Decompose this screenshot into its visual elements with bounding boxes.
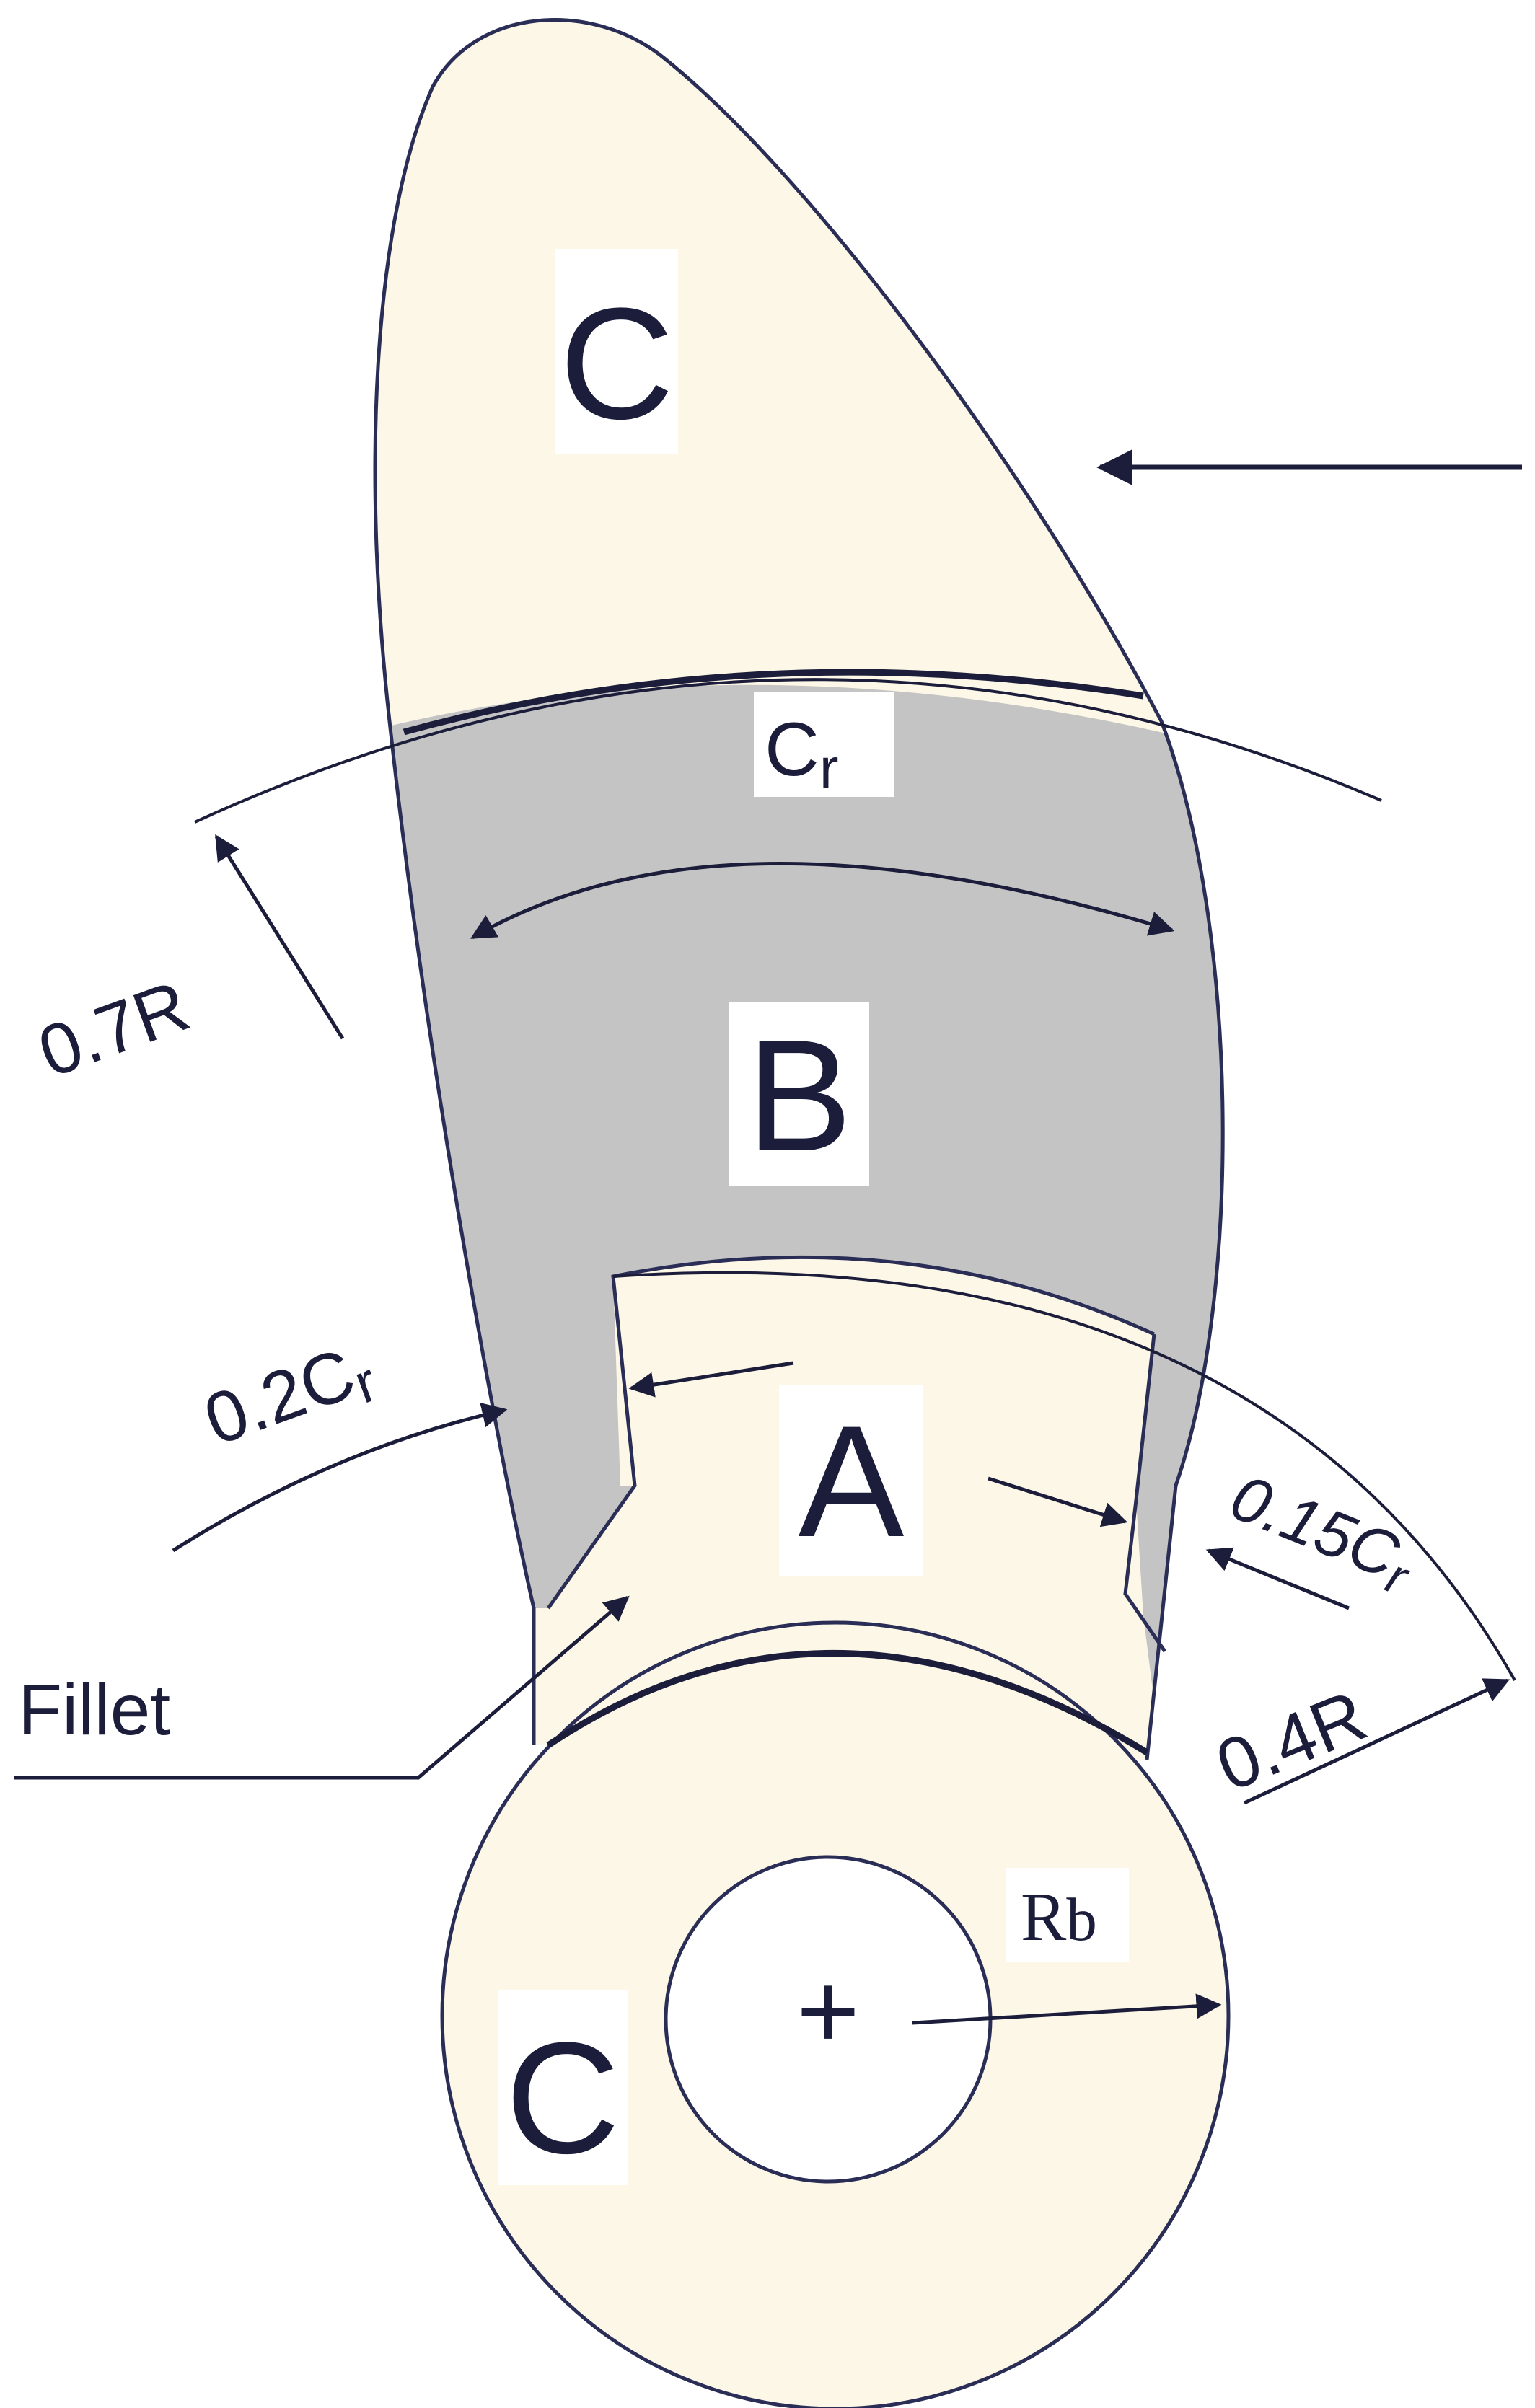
blade-stroke — [373, 18, 1225, 1760]
label-bg-hub — [498, 1990, 628, 2185]
fillet-label: Fillet — [18, 1670, 170, 1750]
label-bg-rb — [1006, 1868, 1129, 1962]
region-hub-label: C — [506, 2009, 620, 2187]
inset-015-outer-leader — [1205, 1547, 1350, 1610]
hub-radius-label: Rb — [1021, 1879, 1097, 1955]
zone-b-shading — [375, 684, 1223, 1760]
label-bg-cr — [754, 692, 894, 797]
inset-02-outer-leader — [172, 1402, 508, 1553]
region-top-label: C — [560, 275, 674, 452]
inset-02-inner-leader — [628, 1361, 794, 1398]
fillet-leader — [14, 1595, 630, 1780]
region-a-label: A — [799, 1393, 905, 1570]
hub — [440, 1620, 1231, 2408]
label-bg-top — [555, 249, 678, 454]
hub-radius-arrow — [912, 1993, 1222, 2025]
zone-a-right-edge — [1123, 1333, 1167, 1653]
label-bg-b — [729, 1002, 869, 1186]
chord-label: Cr — [765, 707, 838, 801]
zone-b-top-edge — [403, 669, 1144, 736]
inset-02-label: 0.2Cr — [194, 1326, 385, 1468]
inset-015-label: 0.15Cr — [1218, 1461, 1426, 1607]
chord-dimension-arrow — [470, 861, 1175, 940]
label-bg-a — [779, 1385, 923, 1576]
radius-04-label: 0.4R — [1205, 1675, 1377, 1807]
radius-07-leader — [214, 834, 345, 1040]
radius-07-label: 0.7R — [28, 965, 199, 1093]
radius-04-arc — [612, 1271, 1516, 1681]
region-b-label: B — [747, 1007, 853, 1184]
radius-07-arc — [194, 678, 1382, 824]
inset-015-inner-leader — [988, 1476, 1128, 1527]
radius-04-leader — [1243, 1678, 1510, 1805]
zone-a-boundary — [546, 1255, 1156, 1610]
hub-center-mark: + — [796, 1950, 860, 2071]
